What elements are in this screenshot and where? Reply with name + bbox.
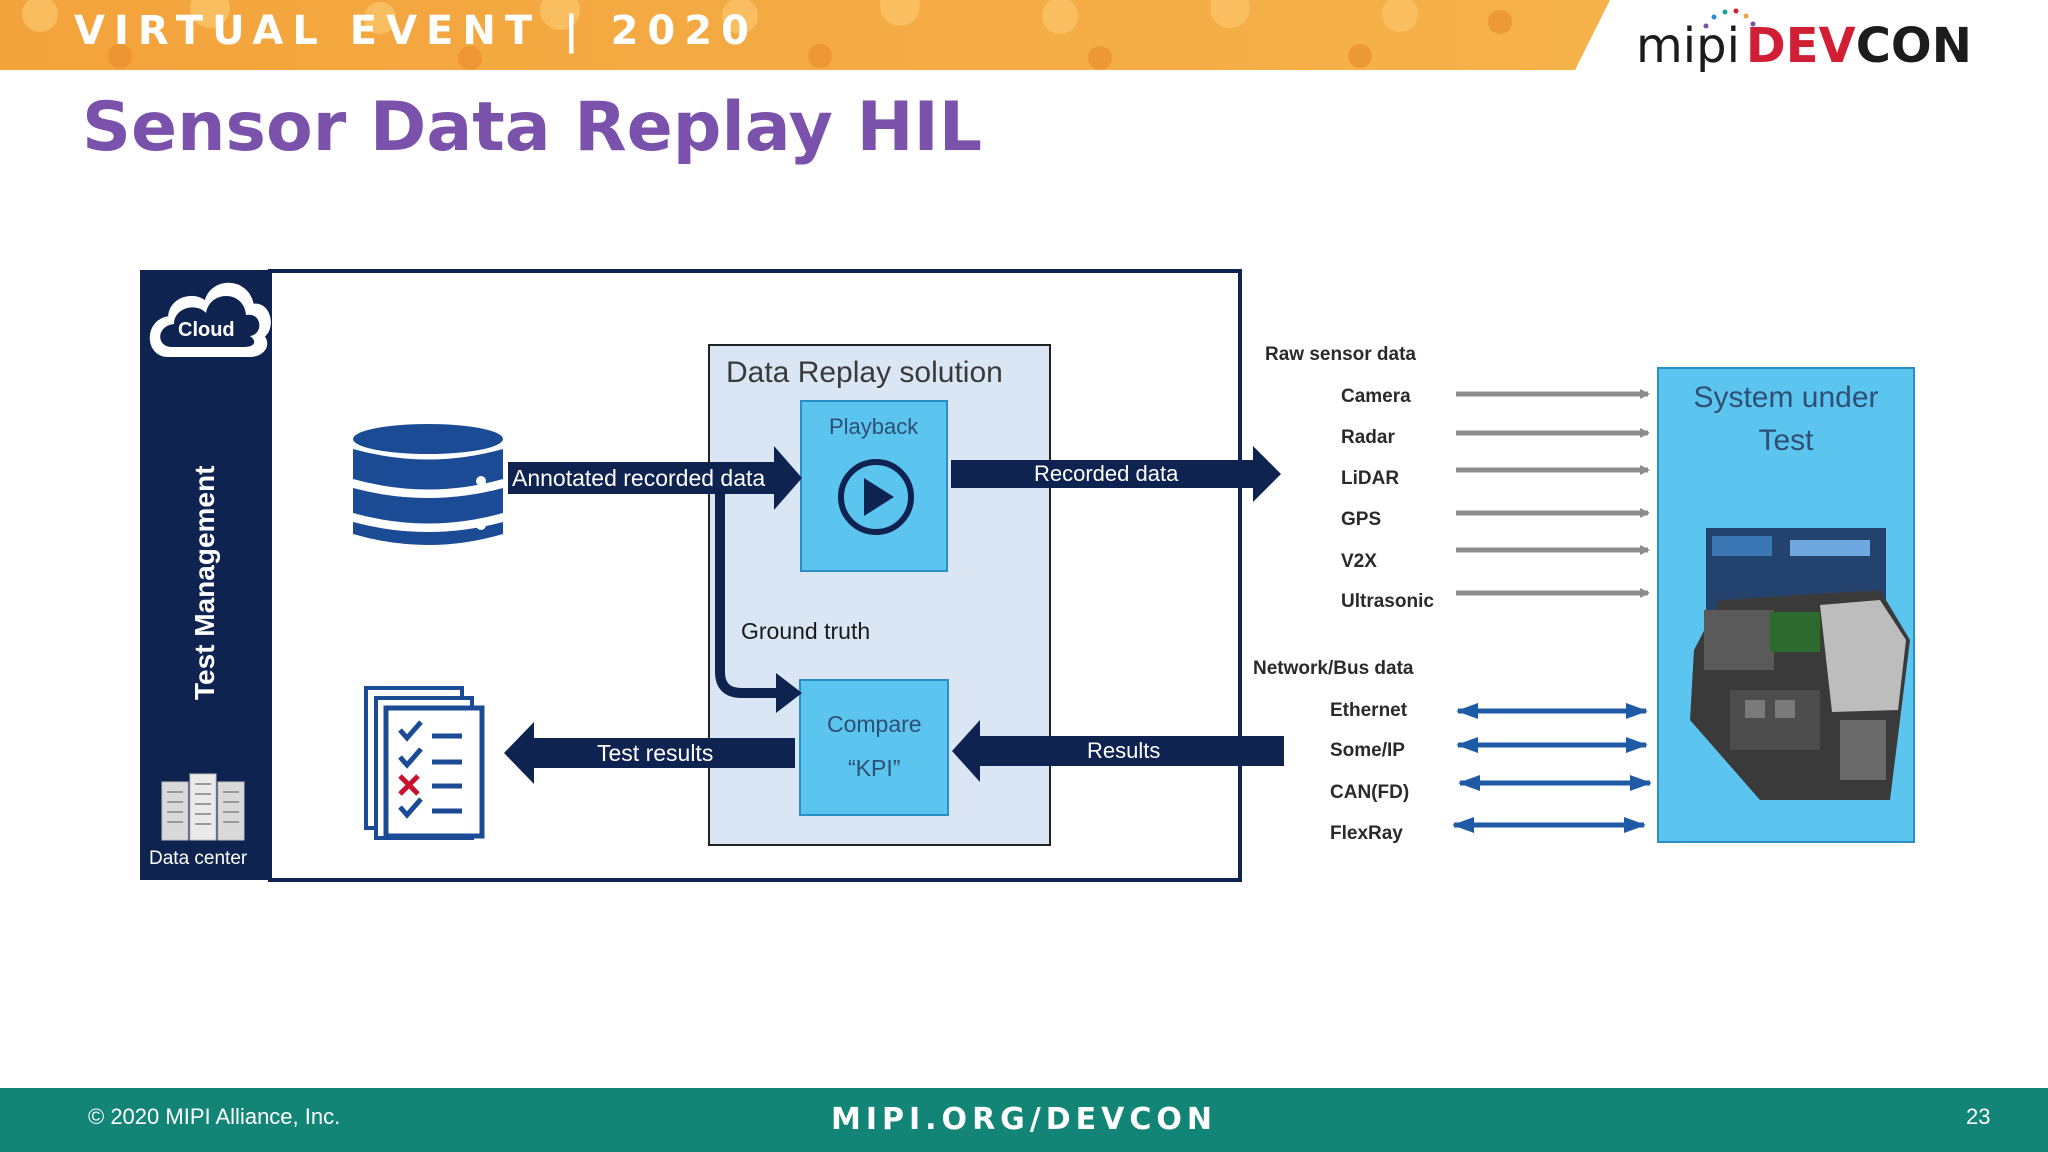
network-bus-heading: Network/Bus data — [1253, 658, 1414, 679]
annotated-data-arrow — [508, 446, 802, 510]
raw-sensor-heading: Raw sensor data — [1265, 344, 1416, 365]
recorded-data-arrow — [951, 446, 1281, 502]
footer-url: MIPI.ORG/DEVCON — [831, 1102, 1217, 1137]
sensor-gps-label: GPS — [1341, 509, 1382, 530]
logo-dev-text: DEV — [1745, 18, 1856, 74]
test-results-arrow — [504, 722, 795, 784]
event-banner: VIRTUAL EVENT | 2020 — [0, 0, 2048, 70]
results-label: Results — [1087, 738, 1161, 763]
hil-diagram — [140, 269, 1915, 882]
raw-sensor-arrows — [1456, 389, 1650, 598]
sut-label-line1: System under — [1693, 381, 1879, 414]
compare-kpi-box — [799, 679, 949, 816]
bus-someip-label: Some/IP — [1330, 740, 1405, 761]
ground-truth-label: Ground truth — [741, 618, 871, 644]
logo-dots-icon — [1703, 8, 1756, 29]
annotated-data-label: Annotated recorded data — [512, 465, 766, 491]
bus-flexray-label: FlexRay — [1330, 823, 1403, 844]
ecu-hardware-image — [1690, 528, 1910, 800]
data-center-icon — [161, 773, 245, 841]
footer-copyright: © 2020 MIPI Alliance, Inc. — [88, 1104, 341, 1129]
results-arrow — [952, 720, 1284, 782]
data-center-label: Data center — [149, 848, 248, 869]
sensor-ultrasonic-label: Ultrasonic — [1341, 591, 1434, 612]
recorded-data-label: Recorded data — [1034, 461, 1179, 486]
cloud-label: Cloud — [178, 319, 235, 341]
sut-label-line2: Test — [1758, 424, 1814, 457]
banner-background — [0, 0, 1610, 70]
footer-bar — [0, 1088, 2048, 1152]
sensor-radar-label: Radar — [1341, 427, 1395, 448]
ground-truth-arrow — [715, 494, 778, 698]
network-bus-arrows — [1452, 703, 1652, 833]
bus-ethernet-label: Ethernet — [1330, 700, 1408, 721]
compare-label: Compare — [827, 711, 922, 737]
playback-label: Playback — [829, 414, 919, 439]
test-results-label: Test results — [597, 740, 714, 766]
checklist-icon — [364, 686, 485, 840]
logo-con-text: CON — [1855, 18, 1972, 74]
bus-canfd-label: CAN(FD) — [1330, 782, 1410, 803]
page-number: 23 — [1966, 1104, 1991, 1129]
event-banner-title: VIRTUAL EVENT | 2020 — [74, 8, 758, 54]
sensor-lidar-label: LiDAR — [1341, 468, 1400, 489]
data-replay-title: Data Replay solution — [726, 356, 1003, 389]
slide-title: Sensor Data Replay HIL — [82, 88, 983, 167]
database-icon — [353, 424, 503, 545]
sensor-camera-label: Camera — [1341, 386, 1411, 407]
sensor-v2x-label: V2X — [1341, 551, 1377, 572]
play-icon — [838, 459, 914, 535]
test-management-label: Test Management — [189, 465, 220, 700]
logo-mipi-text: mipi — [1636, 18, 1740, 74]
kpi-label: “KPI” — [848, 755, 901, 781]
